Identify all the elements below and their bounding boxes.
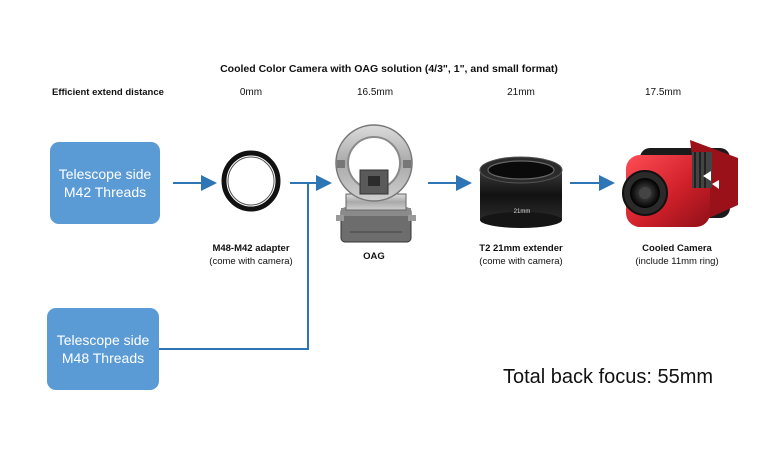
oag-image [335,124,416,243]
distance-adapter: 0mm [239,87,263,98]
extender-image [479,156,563,228]
caption-camera-name: Cooled Camera [642,243,712,254]
diagram-title: Cooled Color Camera with OAG solution (4… [220,63,558,75]
box-line2: M42 Threads [63,184,147,200]
caption-extender-note: (come with camera) [479,256,563,267]
caption-oag: OAG [299,250,449,263]
camera-image [622,140,738,227]
caption-camera: Cooled Camera (include 11mm ring) [602,242,752,268]
caption-oag-name: OAG [363,251,385,262]
caption-adapter-name: M48-M42 adapter [212,243,290,254]
caption-extender: T2 21mm extender (come with camera) [446,242,596,268]
caption-extender-name: T2 21mm extender [479,243,563,254]
adapter-ring-image [221,150,281,212]
box-line1: Telescope side [56,332,150,348]
box-telescope-m42: Telescope side M42 Threads [50,142,160,224]
distance-oag: 16.5mm [356,87,394,98]
caption-camera-note: (include 11mm ring) [635,256,719,267]
total-back-focus: Total back focus: 55mm [503,366,714,388]
box-line2: M48 Threads [61,350,145,366]
distance-extender: 21mm [507,87,535,98]
box-telescope-m48: Telescope side M48 Threads [47,308,159,390]
caption-adapter: M48-M42 adapter (come with camera) [176,242,326,268]
box-line1: Telescope side [58,166,152,182]
extender-engraving: 21mm [513,209,531,215]
distance-camera: 17.5mm [644,87,682,98]
caption-adapter-note: (come with camera) [209,256,293,267]
connector-box2-to-oag [159,183,309,350]
row-label: Efficient extend distance [52,87,164,98]
